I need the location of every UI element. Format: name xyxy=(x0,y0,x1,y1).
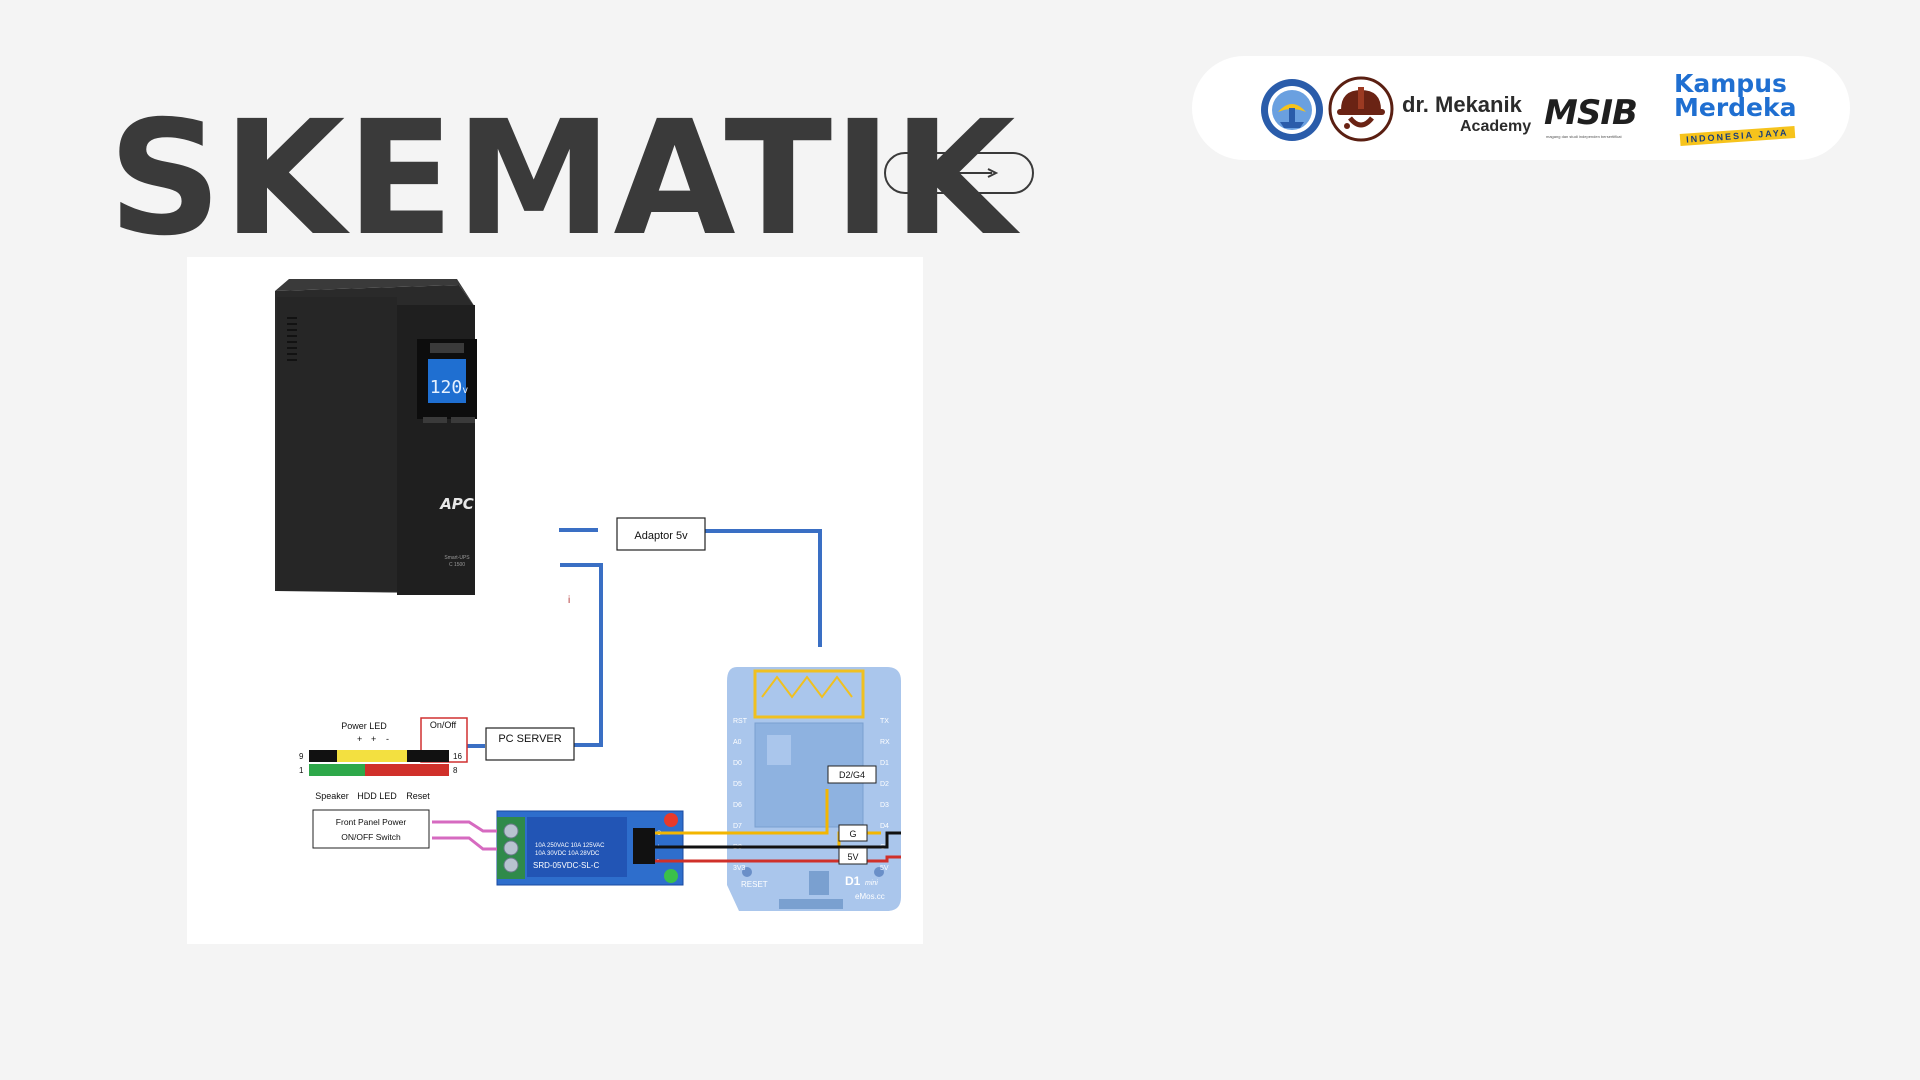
header-reset: Reset xyxy=(406,791,430,801)
d1-name-sub: mini xyxy=(865,880,878,887)
power-wires xyxy=(467,528,822,748)
front-panel-box xyxy=(312,809,430,849)
svg-text:TX: TX xyxy=(880,718,889,725)
pc-server-box xyxy=(485,727,575,761)
svg-text:A0: A0 xyxy=(733,739,742,746)
svg-text:RX: RX xyxy=(880,739,890,746)
svg-text:3V3: 3V3 xyxy=(733,865,746,872)
relay-spec-2: 10A 30VDC 10A 28VDC xyxy=(535,851,600,857)
header-hdd-led: HDD LED xyxy=(357,791,397,801)
dr-mekanik-helmet-logo xyxy=(1328,76,1394,142)
relay-model: SRD-05VDC-SL-C xyxy=(533,861,599,870)
d1-reset-label: RESET xyxy=(741,880,768,889)
ups-display-value: 120v xyxy=(430,377,469,398)
svg-text:D1: D1 xyxy=(880,760,889,767)
d1-pin-d2-box xyxy=(827,765,877,784)
d1-pin-g: G xyxy=(849,829,856,839)
partner-logos-bar: dr. Mekanik Academy MSIB magang dan stud… xyxy=(1192,56,1850,160)
d1-pin-g-box xyxy=(838,824,868,842)
svg-text:RST: RST xyxy=(733,718,748,725)
text-cursor-mark: i xyxy=(568,595,570,606)
adaptor-label: Adaptor 5v xyxy=(634,530,688,542)
slide-title: SKEMATIK xyxy=(108,87,1017,271)
kampus-word: Kampus xyxy=(1674,69,1787,98)
next-arrow-button[interactable] xyxy=(884,152,1034,194)
header-power-led: Power LED xyxy=(341,721,387,731)
front-panel-line2: ON/OFF Switch xyxy=(341,832,401,842)
relay-spec-1: 10A 250VAC 10A 125VAC xyxy=(535,843,605,849)
svg-text:D7: D7 xyxy=(733,823,742,830)
svg-text:5V: 5V xyxy=(880,865,889,872)
svg-text:D6: D6 xyxy=(733,802,742,809)
header-pin-8: 8 xyxy=(453,766,458,775)
d1-pin-5v-box xyxy=(838,847,868,865)
dr-mekanik-wordmark: dr. Mekanik xyxy=(1402,92,1522,117)
msib-tagline: magang dan studi independen bersertifika… xyxy=(1546,134,1622,139)
apc-ups-image xyxy=(275,279,477,595)
header-pin-1: 1 xyxy=(299,766,304,775)
relay-module xyxy=(496,810,684,886)
svg-text:D3: D3 xyxy=(880,802,889,809)
pc-server-label: PC SERVER xyxy=(498,733,561,745)
d1-mini-board xyxy=(727,667,901,911)
header-plus-1: + xyxy=(357,734,362,744)
ups-model-number: C 1500 xyxy=(449,562,465,568)
svg-text:D4: D4 xyxy=(880,823,889,830)
indonesia-jaya-ribbon: INDONESIA JAYA xyxy=(1679,126,1795,146)
d1-pin-d2: D2/G4 xyxy=(839,770,865,780)
academy-wordmark: Academy xyxy=(1460,118,1532,135)
front-panel-wires xyxy=(432,820,497,851)
motherboard-front-header xyxy=(309,717,468,776)
header-speaker: Speaker xyxy=(315,791,349,801)
header-plus-2: + xyxy=(371,734,376,744)
svg-text:D5: D5 xyxy=(733,781,742,788)
header-pin-16: 16 xyxy=(453,752,462,761)
d1-name: D1 xyxy=(845,874,861,888)
arrow-right-icon xyxy=(918,168,999,178)
adaptor-box xyxy=(616,517,706,551)
front-panel-line1: Front Panel Power xyxy=(336,817,407,827)
header-minus: - xyxy=(386,734,389,744)
header-pin-9: 9 xyxy=(299,752,304,761)
tut-wuri-handayani-logo xyxy=(1261,79,1323,141)
svg-text:D0: D0 xyxy=(733,760,742,767)
kampus-merdeka-wordmark: Kampus Merdeka xyxy=(1674,69,1797,122)
ups-brand: APC xyxy=(439,495,474,513)
msib-wordmark: MSIB xyxy=(1544,93,1638,133)
d1-pin-5v: 5V xyxy=(847,852,858,862)
ups-model: Smart-UPS xyxy=(444,555,470,561)
svg-text:D2: D2 xyxy=(880,781,889,788)
d1-vendor: eMos.cc xyxy=(855,892,885,901)
merdeka-word: Merdeka xyxy=(1674,93,1797,122)
schematic-diagram: 120v APC Smart-UPS C 1500 Adaptor 5v PC … xyxy=(187,257,923,944)
header-on-off: On/Off xyxy=(430,720,457,730)
